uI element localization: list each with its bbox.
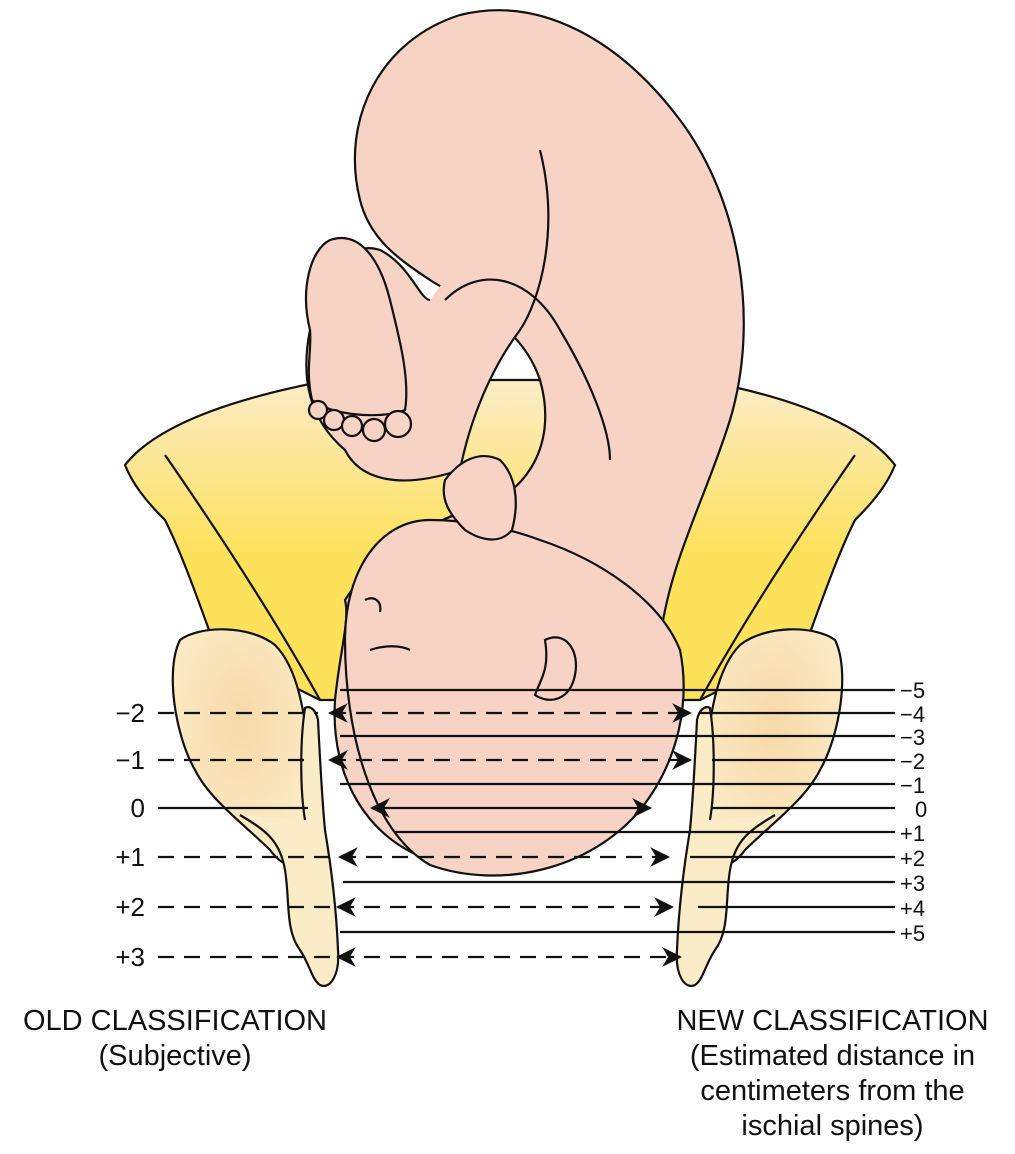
old-station-label: +1 [115,842,145,872]
new-station-label: +4 [900,896,925,921]
new-station-label: −2 [900,749,925,774]
fetal-head [343,518,685,877]
new-station-label: 0 [915,797,927,822]
fetal-hand [442,455,517,541]
new-classification-subtitle-line: ischial spines) [741,1110,924,1142]
new-station-label: −1 [900,773,925,798]
fetal-arm [444,278,612,461]
fetal-toes [307,399,413,443]
new-station-label: −4 [900,702,925,727]
fetal-mouth [369,645,411,652]
new-classification-caption: NEW CLASSIFICATION (Estimated distance i… [650,1004,1015,1144]
new-station-label: +3 [900,871,925,896]
old-classification-subtitle: (Subjective) [98,1040,252,1072]
left-ischial-bone [239,706,340,988]
new-station-label: −5 [900,678,925,703]
old-station-label: −1 [115,745,145,775]
new-station-labels: −5 −4 −3 −2 −1 0 +1 +2 +3 +4 +5 [900,678,927,946]
new-classification-subtitle-line: centimeters from the [700,1075,965,1107]
old-classification-title: OLD CLASSIFICATION [22,1005,328,1037]
station-arrows [328,703,692,967]
old-station-label: 0 [131,793,145,823]
new-station-label: +5 [900,921,925,946]
new-classification-title: NEW CLASSIFICATION [676,1005,989,1037]
left-pelvic-wall [164,454,321,701]
fetal-foot [304,237,408,417]
new-station-label: −3 [900,725,925,750]
right-ischial-bone [675,706,776,988]
old-station-label: +2 [115,892,145,922]
new-classification-subtitle-line: (Estimated distance in [689,1040,976,1072]
right-pelvic-wall [699,454,856,701]
old-station-label: −2 [115,698,145,728]
fetal-eye [364,597,382,613]
old-station-label: +3 [115,942,145,972]
old-station-labels: −2 −1 0 +1 +2 +3 [115,698,145,972]
fetus [304,9,745,877]
old-classification-stations [158,711,330,959]
fetal-ear [533,636,578,701]
new-classification-lines [340,688,895,934]
old-classification-caption: OLD CLASSIFICATION (Subjective) [0,1004,350,1074]
new-station-label: +2 [900,846,925,871]
new-station-label: +1 [900,821,925,846]
